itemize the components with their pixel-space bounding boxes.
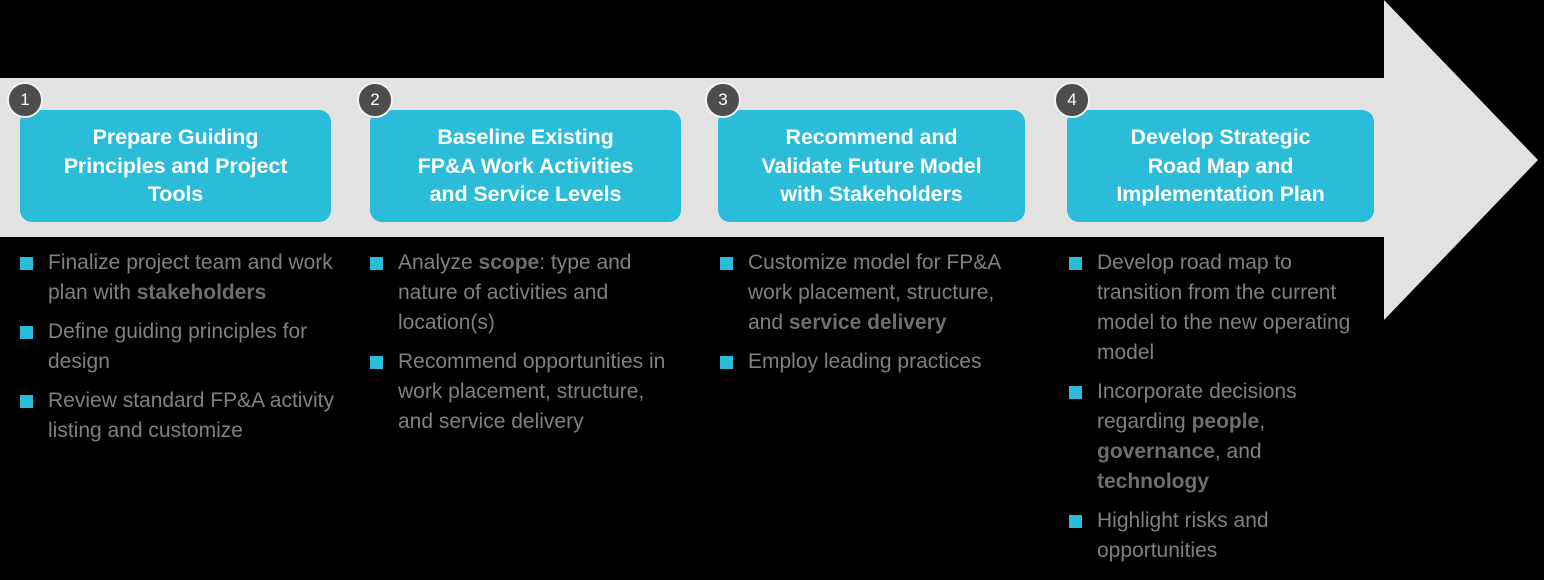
bullet-item: Recommend opportunities in work placemen…: [350, 347, 680, 437]
bullet-square-icon: [1069, 515, 1082, 528]
bullet-text: Customize model for FP&A work placement,…: [748, 251, 1001, 334]
bullet-item: Highlight risks and opportunities: [1049, 506, 1369, 566]
phase-1-box[interactable]: Prepare Guiding Principles and Project T…: [20, 110, 331, 222]
phase-3-bullets: Customize model for FP&A work placement,…: [700, 248, 1020, 386]
bullet-item: Define guiding principles for design: [0, 317, 340, 377]
bullet-item: Develop road map to transition from the …: [1049, 248, 1369, 368]
phase-2-title: Baseline Existing FP&A Work Activities a…: [417, 125, 634, 207]
bullet-square-icon: [20, 257, 33, 270]
phase-1-title: Prepare Guiding Principles and Project T…: [63, 125, 288, 207]
bullet-text: Define guiding principles for design: [48, 320, 308, 373]
bullet-text: Develop road map to transition from the …: [1097, 251, 1351, 364]
bullet-item: Incorporate decisions regarding people, …: [1049, 377, 1369, 497]
phase-4-number-badge: 4: [1054, 82, 1090, 118]
phase-1-number-badge: 1: [7, 82, 43, 118]
bullet-text: Review standard FP&A activity listing an…: [48, 389, 334, 442]
bullet-square-icon: [1069, 257, 1082, 270]
bullet-square-icon: [370, 257, 383, 270]
bullet-square-icon: [720, 356, 733, 369]
phase-2-box[interactable]: Baseline Existing FP&A Work Activities a…: [370, 110, 681, 222]
bullet-square-icon: [20, 326, 33, 339]
bullet-square-icon: [1069, 386, 1082, 399]
phase-details-columns: Finalize project team and work plan with…: [0, 248, 1544, 580]
bullet-text: Analyze scope: type and nature of activi…: [398, 251, 632, 334]
phase-1-bullets: Finalize project team and work plan with…: [0, 248, 340, 455]
phase-4-box[interactable]: Develop Strategic Road Map and Implement…: [1067, 110, 1374, 222]
phase-3-number-badge: 3: [705, 82, 741, 118]
bullet-square-icon: [370, 356, 383, 369]
phase-1[interactable]: Prepare Guiding Principles and Project T…: [7, 82, 331, 222]
bullet-text: Employ leading practices: [748, 350, 982, 373]
bullet-item: Analyze scope: type and nature of activi…: [350, 248, 680, 338]
bullet-item: Review standard FP&A activity listing an…: [0, 386, 340, 446]
phase-2[interactable]: Baseline Existing FP&A Work Activities a…: [357, 82, 681, 222]
bullet-text: Incorporate decisions regarding people, …: [1097, 380, 1297, 493]
phase-3-box[interactable]: Recommend and Validate Future Model with…: [718, 110, 1025, 222]
phase-4[interactable]: Develop Strategic Road Map and Implement…: [1054, 82, 1374, 222]
bullet-text: Recommend opportunities in work placemen…: [398, 350, 666, 433]
phase-2-bullets: Analyze scope: type and nature of activi…: [350, 248, 680, 446]
bullet-text: Highlight risks and opportunities: [1097, 509, 1269, 562]
bullet-item: Employ leading practices: [700, 347, 1020, 377]
phase-4-title: Develop Strategic Road Map and Implement…: [1116, 125, 1325, 207]
phase-4-bullets: Develop road map to transition from the …: [1049, 248, 1369, 575]
bullet-square-icon: [720, 257, 733, 270]
bullet-item: Customize model for FP&A work placement,…: [700, 248, 1020, 338]
phase-3[interactable]: Recommend and Validate Future Model with…: [705, 82, 1025, 222]
bullet-text: Finalize project team and work plan with…: [48, 251, 333, 304]
phase-3-title: Recommend and Validate Future Model with…: [761, 125, 982, 207]
phase-2-number-badge: 2: [357, 82, 393, 118]
phase-boxes-row: Prepare Guiding Principles and Project T…: [0, 78, 1384, 237]
bullet-item: Finalize project team and work plan with…: [0, 248, 340, 308]
bullet-square-icon: [20, 395, 33, 408]
